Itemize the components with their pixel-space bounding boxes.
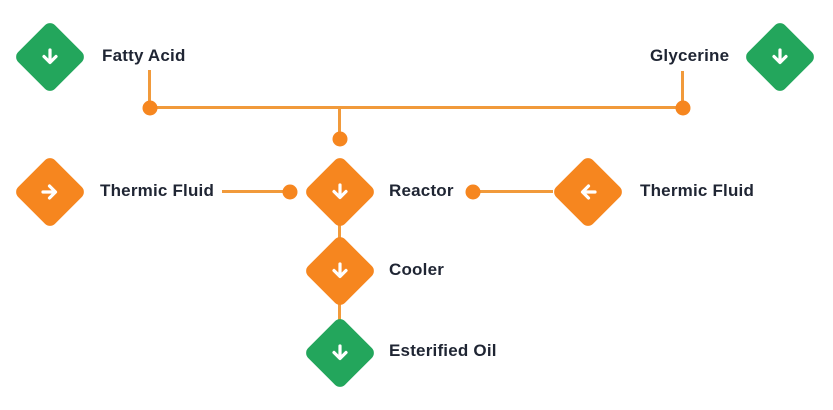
node-fatty-acid[interactable] xyxy=(13,20,87,94)
node-reactor[interactable] xyxy=(303,155,377,229)
label-glycerine: Glycerine xyxy=(650,46,730,66)
node-thermic-fluid-left[interactable] xyxy=(13,155,87,229)
node-glycerine[interactable] xyxy=(743,20,817,94)
connector-glycerine-stem xyxy=(681,71,684,108)
connector-cooler-esterified xyxy=(338,300,341,326)
arrow-down-icon xyxy=(328,259,352,283)
connector-thermic-right-line xyxy=(473,190,553,193)
arrow-down-icon xyxy=(768,45,792,69)
junction-dot-thermic-right xyxy=(465,184,481,200)
junction-dot-center xyxy=(332,131,348,147)
label-thermic-fluid-left: Thermic Fluid xyxy=(100,181,215,201)
arrow-down-icon xyxy=(328,341,352,365)
label-reactor: Reactor xyxy=(389,181,454,201)
connector-main-horizontal xyxy=(150,106,683,109)
junction-dot-thermic-left xyxy=(282,184,298,200)
node-esterified-oil[interactable] xyxy=(303,316,377,390)
label-cooler: Cooler xyxy=(389,260,445,280)
node-thermic-fluid-right[interactable] xyxy=(551,155,625,229)
label-esterified-oil: Esterified Oil xyxy=(389,341,497,361)
node-cooler[interactable] xyxy=(303,234,377,308)
arrow-left-icon xyxy=(576,180,600,204)
junction-dot-left xyxy=(142,100,158,116)
connector-thermic-left-line xyxy=(222,190,290,193)
arrow-down-icon xyxy=(328,180,352,204)
connector-center-drop xyxy=(338,108,341,136)
connector-fatty-acid-stem xyxy=(148,70,151,108)
junction-dot-right xyxy=(675,100,691,116)
arrow-right-icon xyxy=(38,180,62,204)
label-fatty-acid: Fatty Acid xyxy=(102,46,186,66)
label-thermic-fluid-right: Thermic Fluid xyxy=(640,181,755,201)
arrow-down-icon xyxy=(38,45,62,69)
connector-reactor-cooler xyxy=(338,220,341,246)
